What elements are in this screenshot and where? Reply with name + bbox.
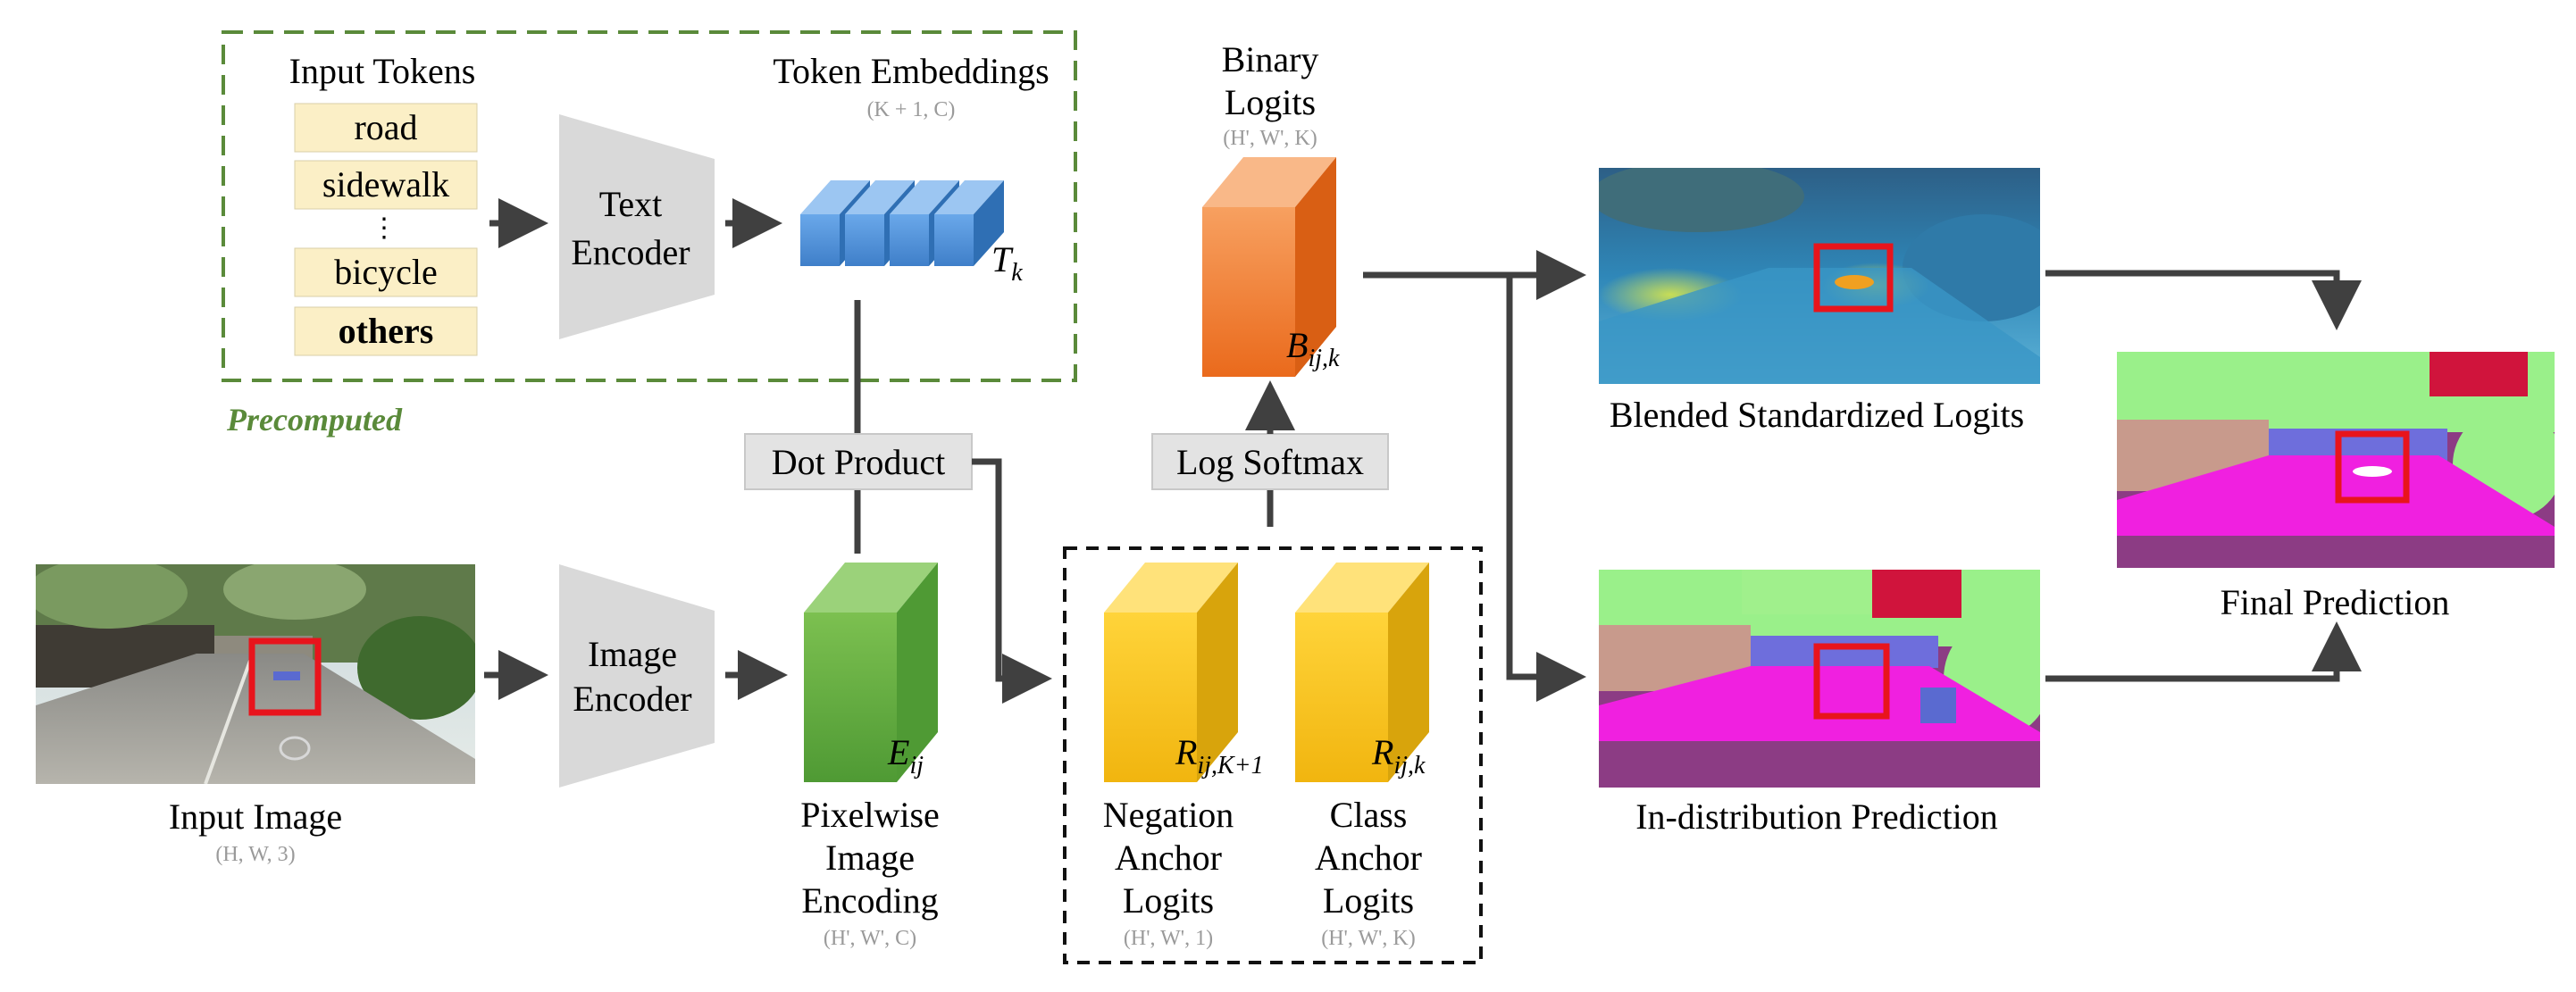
pixelwise-encoding-block [804,563,938,782]
token-ellipsis: ⋮ [371,213,397,243]
negation-label-1: Negation [1103,795,1234,835]
arrow-binary-to-in-distribution [1506,275,1586,702]
pixelwise-label-3: Encoding [801,880,938,921]
token-bicycle: bicycle [334,252,438,292]
arrow-in-distribution-to-final [2045,621,2362,682]
token-bicycle-box [294,247,478,297]
token-others-box [294,306,478,356]
negation-anchor-symbol: Rij,K+1 [1175,732,1264,779]
anchor-logits-box [1063,546,1483,964]
token-embedding-slab [934,180,1004,266]
input-tokens-title: Input Tokens [289,51,476,91]
image-encoder-label-2: Encoder [573,679,691,719]
binary-logits-symbol: Bij,k [1286,325,1340,372]
in-distribution-image [1599,570,2040,788]
log-softmax-label: Log Softmax [1176,442,1364,482]
pixelwise-label-1: Pixelwise [800,795,940,835]
blended-logits-image [1599,168,2040,384]
class-anchor-label-1: Class [1330,795,1408,835]
precomputed-label: Precomputed [226,402,403,438]
text-encoder-shape [559,114,715,339]
image-encoder-shape [559,564,715,788]
in-distribution-label: In-distribution Prediction [1635,796,1998,837]
class-anchor-symbol: Rij,k [1371,732,1426,779]
token-road-box [294,103,478,153]
class-anchor-dims: (H', W', K) [1321,927,1416,950]
dot-product-label: Dot Product [772,442,945,482]
pixelwise-label-2: Image [825,838,915,878]
text-encoder-label-2: Encoder [571,232,690,272]
image-encoder-label-1: Image [588,634,677,674]
binary-logits-title-2: Logits [1225,82,1316,122]
token-list: road sidewalk ⋮ bicycle others [294,103,478,356]
arrow-dot-product-to-anchors [972,458,1052,704]
class-anchor-block [1295,563,1429,782]
negation-label-2: Anchor [1115,838,1222,878]
binary-logits-dims: (H', W', K) [1223,127,1317,150]
final-highlight [2335,430,2410,504]
negation-anchor-block [1104,563,1238,782]
pixelwise-encoding-symbol: Eij [887,732,924,779]
negation-dims: (H', W', 1) [1124,927,1213,950]
class-anchor-label-2: Anchor [1315,838,1422,878]
pixelwise-dims: (H', W', C) [824,927,916,950]
precomputed-box [222,30,1077,382]
input-image-dims: (H, W, 3) [215,843,295,866]
input-image-label: Input Image [169,796,342,837]
in-distribution-highlight [1813,643,1890,720]
arrow-blended-to-final [2045,270,2362,330]
token-road: road [354,107,417,147]
token-others: others [339,311,434,351]
class-anchor-label-3: Logits [1323,880,1414,921]
token-embeddings-dims: (K + 1, C) [867,98,956,121]
final-prediction-label: Final Prediction [2221,582,2450,622]
token-embeddings-title: Token Embeddings [773,51,1049,91]
blended-highlight [1813,243,1894,313]
token-embedding-blocks [800,180,1004,266]
text-encoder-label-1: Text [599,184,663,224]
negation-label-3: Logits [1123,880,1214,921]
binary-logits-block [1202,157,1336,377]
blended-label: Blended Standardized Logits [1610,395,2024,435]
input-image [36,564,475,784]
token-embedding-symbol: Tk [991,239,1023,287]
binary-logits-title-1: Binary [1222,39,1319,79]
token-sidewalk-box [294,160,478,210]
token-sidewalk: sidewalk [322,164,449,204]
input-image-highlight [248,638,322,716]
